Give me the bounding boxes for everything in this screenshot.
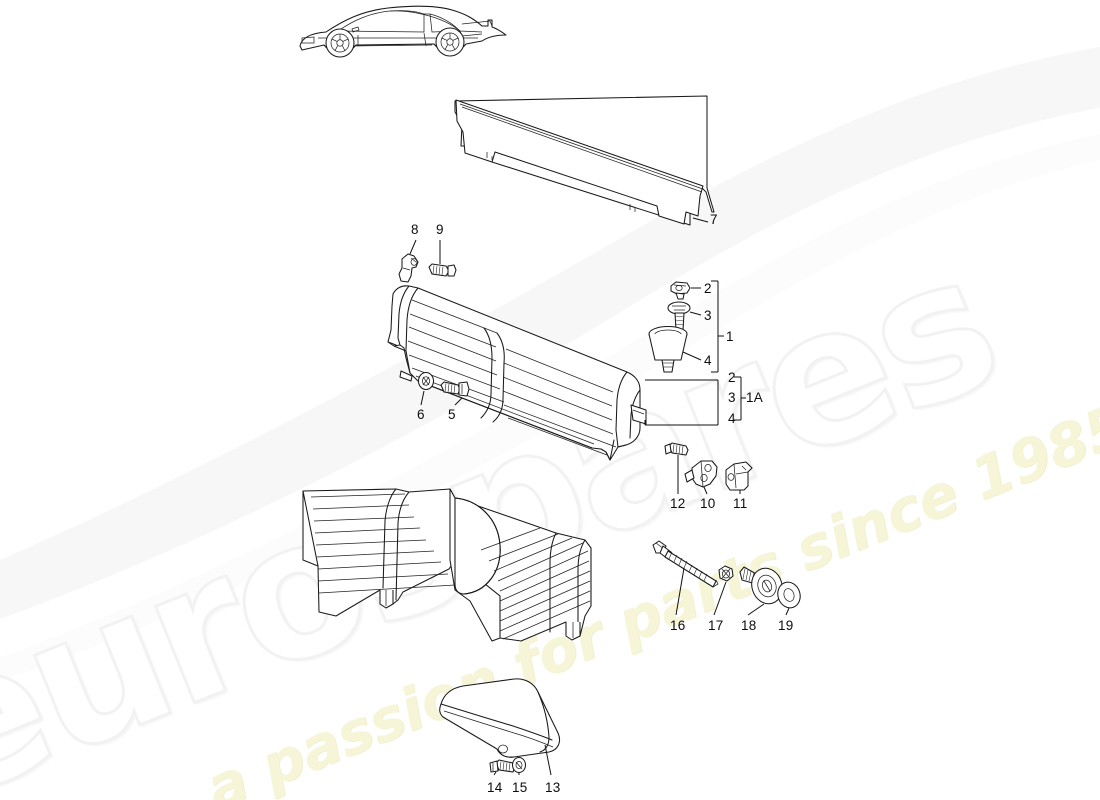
bracket-group-1 — [711, 280, 724, 373]
seat-cushion-assembly — [302, 488, 592, 642]
callout-11: 11 — [733, 496, 748, 511]
part-11-striker-bracket — [725, 461, 753, 494]
part-18-flanged-screw — [739, 566, 783, 616]
part-3-pan-head-screw-upper — [667, 301, 702, 331]
callout-13: 13 — [545, 780, 561, 795]
part-7-rear-panel-trim — [454, 95, 715, 226]
part-1-backrest-assembly — [387, 285, 647, 461]
callout-2-lower: 2 — [728, 370, 736, 385]
callout-19: 19 — [778, 618, 794, 633]
vehicle-thumbnail-icon — [299, 5, 507, 58]
callout-7: 7 — [710, 212, 718, 227]
callout-12: 12 — [670, 496, 686, 511]
part-17-hex-nut — [713, 565, 734, 616]
part-6-washer — [417, 371, 435, 406]
callout-5: 5 — [448, 407, 456, 422]
callout-1: 1 — [726, 329, 734, 344]
part-2-cap-nut-upper — [670, 281, 701, 300]
part-13-armrest-cover — [439, 678, 561, 776]
callout-9: 9 — [436, 222, 444, 237]
part-8-hinge-bracket — [398, 239, 419, 283]
callout-18: 18 — [741, 618, 757, 633]
part-5-bolt — [440, 381, 470, 406]
callout-10: 10 — [700, 496, 716, 511]
bracket-group-1A — [644, 376, 746, 426]
part-9-screw — [428, 240, 457, 277]
callout-2-upper: 2 — [704, 281, 712, 296]
part-16-long-bolt — [652, 540, 719, 616]
callout-6: 6 — [417, 407, 425, 422]
callout-4-upper: 4 — [704, 353, 712, 368]
callout-8: 8 — [411, 222, 419, 237]
part-14-screw — [489, 759, 516, 776]
callout-1A: 1A — [746, 390, 763, 405]
part-4-socket-cup-upper — [648, 325, 702, 373]
callout-3-upper: 3 — [704, 308, 712, 323]
callout-17: 17 — [708, 618, 724, 633]
callout-3-lower: 3 — [728, 390, 736, 405]
callout-4-lower: 4 — [728, 411, 736, 426]
part-15-washer — [511, 756, 527, 775]
callout-15: 15 — [512, 780, 528, 795]
callout-16: 16 — [670, 618, 686, 633]
callout-14: 14 — [487, 780, 503, 795]
part-12-screw — [664, 442, 689, 494]
part-10-latch-bracket — [684, 460, 718, 495]
part-19-washer — [777, 581, 801, 616]
